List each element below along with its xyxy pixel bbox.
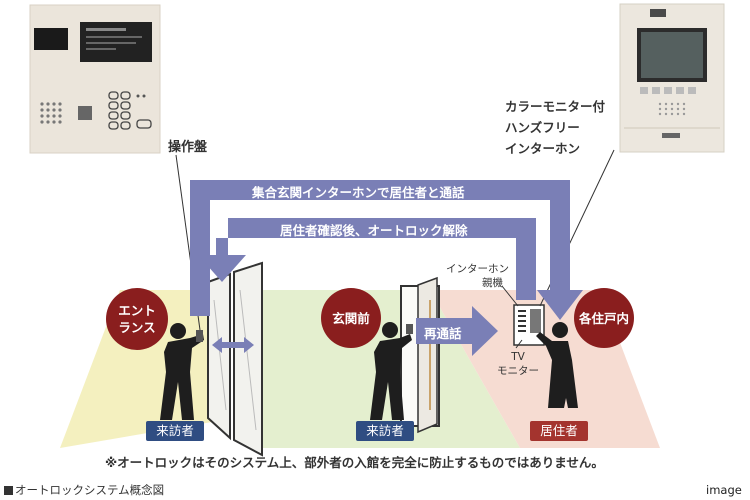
color-monitor-intercom-icon: [619, 3, 725, 153]
entrance-zone-text: エントランス: [118, 303, 156, 335]
recall-arrow-text: 再通話: [424, 326, 462, 341]
tv-label-line-2: モニター: [497, 365, 539, 377]
residence-zone-badge: 各住戸内: [574, 288, 634, 348]
operation-panel-label: 操作盤: [168, 140, 208, 155]
residence-zone-text: 各住戸内: [578, 310, 629, 326]
visitor-tag-door: 来訪者: [356, 421, 414, 441]
intercom-master-line-1: インターホン: [446, 263, 509, 275]
tv-pointer-line: [515, 339, 523, 349]
image-label: image: [706, 483, 742, 497]
figure-caption: オートロックシステム概念図: [4, 482, 164, 498]
monitor-label-line-1: カラーモニター付: [505, 99, 606, 114]
outer-call-arrow: [190, 180, 583, 320]
auto-door-left: [207, 272, 231, 441]
parent-pointer-line: [501, 285, 519, 307]
resident-tag: 居住者: [530, 421, 588, 441]
resident-silhouette: [536, 322, 578, 408]
entrance-zone-badge: エントランス: [106, 288, 168, 350]
recall-arrow: [416, 306, 498, 356]
visitor-silhouette-door: [370, 322, 413, 420]
operation-panel-icon: [29, 4, 161, 154]
tv-monitor-label: TV モニター: [497, 350, 539, 378]
tv-label-line-1: TV: [511, 351, 525, 363]
front-door-zone-badge: 玄関前: [321, 288, 381, 348]
visitor-silhouette-entrance: [160, 323, 204, 420]
intercom-master-line-2: 親機: [482, 277, 503, 289]
monitor-label-line-3: インターホン: [505, 141, 581, 156]
unlock-arrow-text: 居住者確認後、オートロック解除: [280, 223, 468, 238]
visitor-tag-entrance: 来訪者: [146, 421, 204, 441]
caption-text: オートロックシステム概念図: [15, 483, 165, 497]
monitor-intercom-label: カラーモニター付 ハンズフリー インターホン: [505, 96, 605, 159]
call-resident-arrow-text: 集合玄関インターホンで居住者と通話: [252, 185, 465, 200]
unit-door: [417, 276, 438, 434]
monitor-label-line-2: ハンズフリー: [505, 120, 580, 135]
caption-square-icon: [4, 486, 13, 495]
intercom-master-label: インターホン 親機: [446, 262, 509, 290]
intercom-master-unit-icon: [513, 304, 545, 346]
disclaimer-note: ※オートロックはそのシステム上、部外者の入館を完全に防止するものではありません。: [105, 455, 604, 470]
door-slide-arrow: [212, 337, 254, 353]
front-door-zone-text: 玄関前: [332, 310, 370, 326]
unlock-arrow: [198, 218, 536, 300]
